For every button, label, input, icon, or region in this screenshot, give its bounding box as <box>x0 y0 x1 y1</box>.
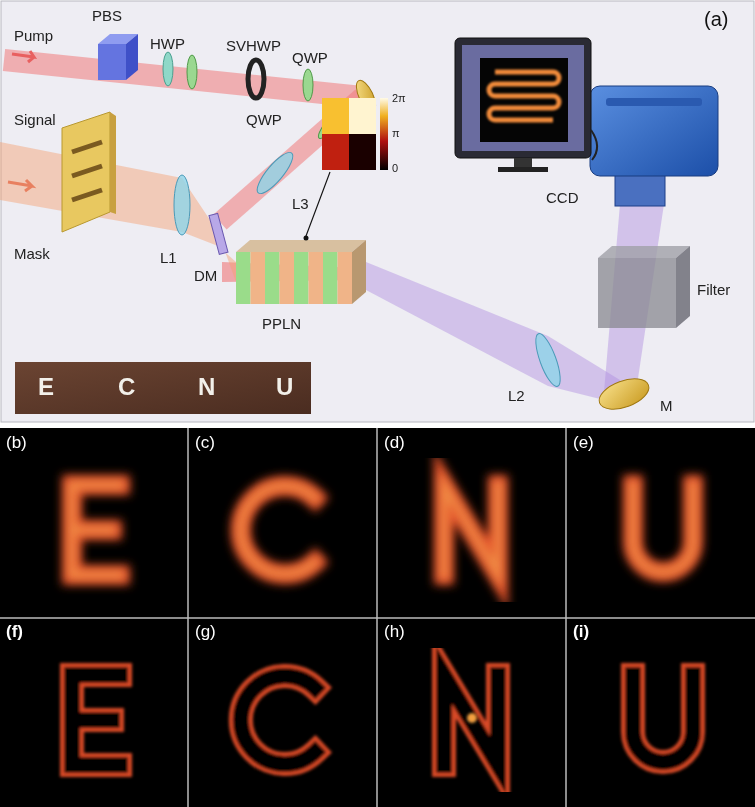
quarter-wave-plate <box>187 55 197 89</box>
panel-label: (a) <box>704 8 728 30</box>
part-label: L3 <box>292 196 309 213</box>
part-label: SVHWP <box>226 38 281 55</box>
part-label: HWP <box>150 36 185 53</box>
beam-arrow <box>8 180 32 191</box>
bright-spot <box>467 713 477 723</box>
photo-letter: C <box>118 374 135 400</box>
image-panel-ground <box>0 428 755 807</box>
pump-beam <box>220 97 362 222</box>
part-label: QWP <box>246 112 282 129</box>
part-label: CCD <box>546 190 579 207</box>
photo-letter: E <box>38 374 54 400</box>
panel-label: (i) <box>573 623 589 642</box>
ppln-crystal <box>236 240 366 304</box>
panel-divider <box>0 428 755 807</box>
part-label: QWP <box>292 50 328 67</box>
pbs-cube <box>98 34 138 80</box>
filter <box>598 246 690 328</box>
part-label: PPLN <box>262 316 301 333</box>
panel-ground <box>1 1 754 422</box>
panel-label: (d) <box>384 434 405 453</box>
photo-letter: N <box>198 374 215 400</box>
photo-inset <box>15 362 311 414</box>
part-label: Filter <box>697 282 730 299</box>
colorbar-tick: π <box>392 127 400 139</box>
letter-image <box>72 485 693 575</box>
letter-image <box>72 485 693 575</box>
half-wave-plate <box>163 52 173 86</box>
lens <box>531 331 565 389</box>
part-label: M <box>660 398 673 415</box>
monitor <box>455 38 597 172</box>
panel-label: (b) <box>6 434 27 453</box>
beam-arrow <box>12 51 34 62</box>
dichroic-mirror <box>209 213 228 254</box>
edge-image <box>72 675 693 765</box>
phase-map <box>322 98 388 170</box>
panel-label: (g) <box>195 623 216 642</box>
panel-label: (e) <box>573 434 594 453</box>
beam-label: Signal <box>14 112 56 129</box>
part-label: PBS <box>92 8 122 25</box>
mirror <box>595 373 653 415</box>
colorbar-tick: 2π <box>392 92 406 104</box>
part-label: L2 <box>508 388 525 405</box>
leader-dot <box>304 236 309 241</box>
output-beam <box>366 262 620 404</box>
ccd-camera <box>590 86 718 206</box>
beam-label: Pump <box>14 28 53 45</box>
panel-label: (h) <box>384 623 405 642</box>
part-label: L1 <box>160 250 177 267</box>
part-label: Mask <box>14 246 50 263</box>
sv-half-wave-plate <box>248 60 264 98</box>
photo-letter: U <box>276 374 293 400</box>
mask <box>62 112 116 232</box>
leader-line <box>306 172 330 236</box>
panel-label: (f) <box>6 623 23 642</box>
quarter-wave-plate <box>303 69 313 101</box>
part-label: DM <box>194 268 217 285</box>
colorbar-tick: 0 <box>392 162 398 174</box>
lens <box>174 175 190 235</box>
panel-label: (c) <box>195 434 215 453</box>
lens <box>252 148 298 198</box>
